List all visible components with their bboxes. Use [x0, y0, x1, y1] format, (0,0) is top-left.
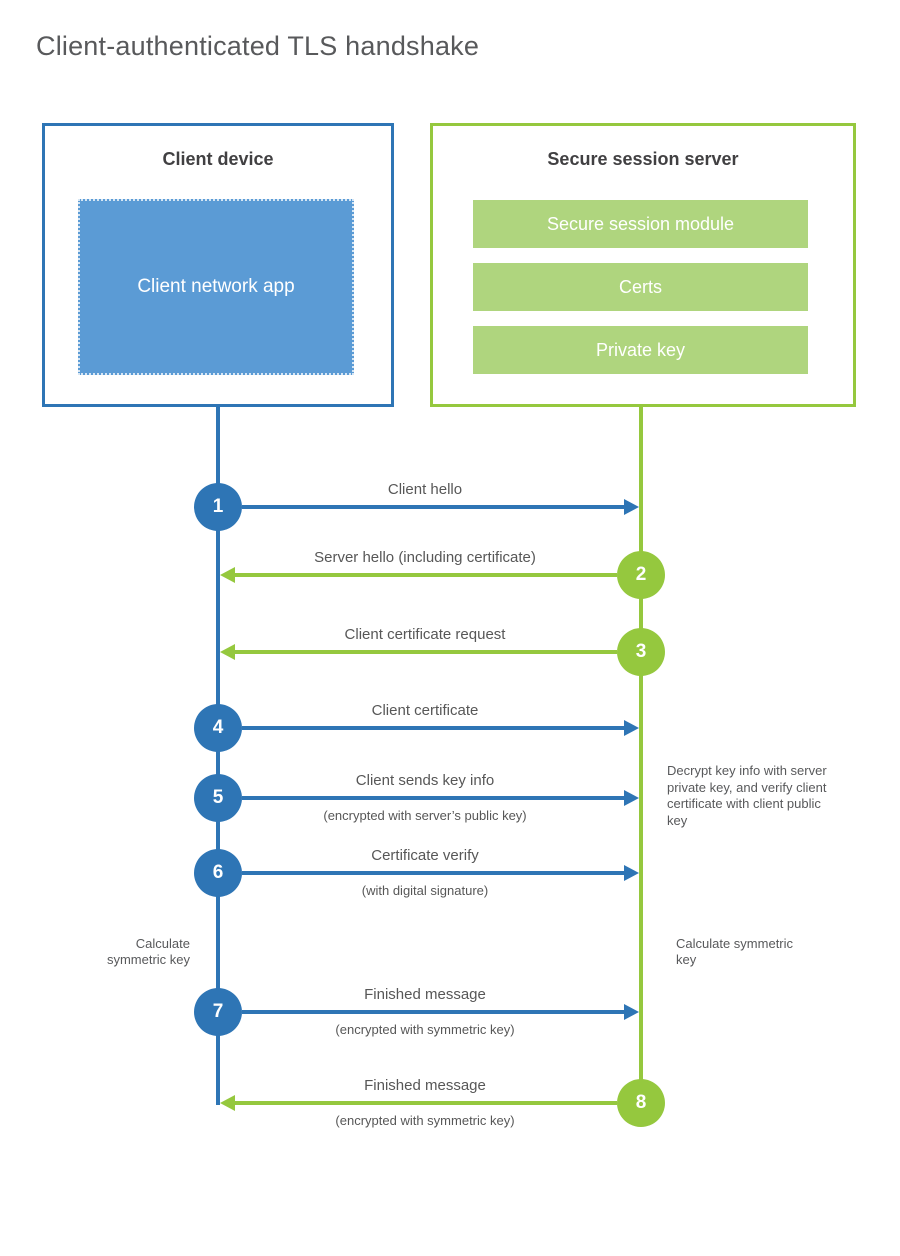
step-7-circle: 7: [194, 988, 242, 1036]
note-calculate-symmetric-key-server: Calculate symmetric key: [676, 936, 794, 967]
step-8-circle: 8: [617, 1079, 665, 1127]
step-8-label: Finished message: [364, 1077, 486, 1094]
step-1-arrow-line: [242, 505, 624, 509]
step-3-label: Client certificate request: [344, 626, 506, 643]
step-3-arrowhead-icon: [220, 644, 235, 660]
note-calculate-symmetric-key-client: Calculate symmetric key: [106, 936, 190, 967]
step-7-sublabel: (encrypted with symmetric key): [335, 1022, 515, 1037]
step-6-sublabel: (with digital signature): [361, 883, 489, 898]
step-6-circle: 6: [194, 849, 242, 897]
step-2-arrowhead-icon: [220, 567, 235, 583]
step-1-label: Client hello: [387, 481, 463, 498]
note-decrypt-key-info: Decrypt key info with server private key…: [667, 763, 827, 828]
secure-session-server-title: Secure session server: [547, 149, 739, 169]
step-5-arrowhead-icon: [624, 790, 639, 806]
step-5-label: Client sends key info: [355, 772, 495, 789]
step-2-label: Server hello (including certificate): [314, 549, 536, 566]
client-network-app-label: Client network app: [137, 276, 295, 298]
step-2-circle: 2: [617, 551, 665, 599]
step-6-arrowhead-icon: [624, 865, 639, 881]
client-device-title: Client device: [162, 149, 274, 169]
step-7-label: Finished message: [364, 986, 486, 1003]
diagram-title: Client-authenticated TLS handshake: [36, 31, 480, 61]
client-network-app-box: Client network app: [78, 199, 354, 375]
step-5-circle: 5: [194, 774, 242, 822]
step-7-arrowhead-icon: [624, 1004, 639, 1020]
step-8-arrow-line: [235, 1101, 617, 1105]
step-5-sublabel: (encrypted with server’s public key): [323, 808, 527, 823]
step-5-arrow-line: [242, 796, 624, 800]
step-3-arrow-line: [235, 650, 617, 654]
server-module-bar-private-key: Private key: [473, 326, 808, 374]
server-module-bar-certs: Certs: [473, 263, 808, 311]
step-1-circle: 1: [194, 483, 242, 531]
step-6-arrow-line: [242, 871, 624, 875]
step-4-arrowhead-icon: [624, 720, 639, 736]
step-3-circle: 3: [617, 628, 665, 676]
step-4-circle: 4: [194, 704, 242, 752]
step-7-arrow-line: [242, 1010, 624, 1014]
server-module-bar-secure-session-module: Secure session module: [473, 200, 808, 248]
step-8-sublabel: (encrypted with symmetric key): [335, 1113, 515, 1128]
client-lifeline: [216, 406, 220, 1105]
step-6-label: Certificate verify: [371, 847, 479, 864]
step-8-arrowhead-icon: [220, 1095, 235, 1111]
step-2-arrow-line: [235, 573, 617, 577]
step-4-label: Client certificate: [371, 702, 479, 719]
server-lifeline: [639, 406, 643, 1105]
step-4-arrow-line: [242, 726, 624, 730]
step-1-arrowhead-icon: [624, 499, 639, 515]
